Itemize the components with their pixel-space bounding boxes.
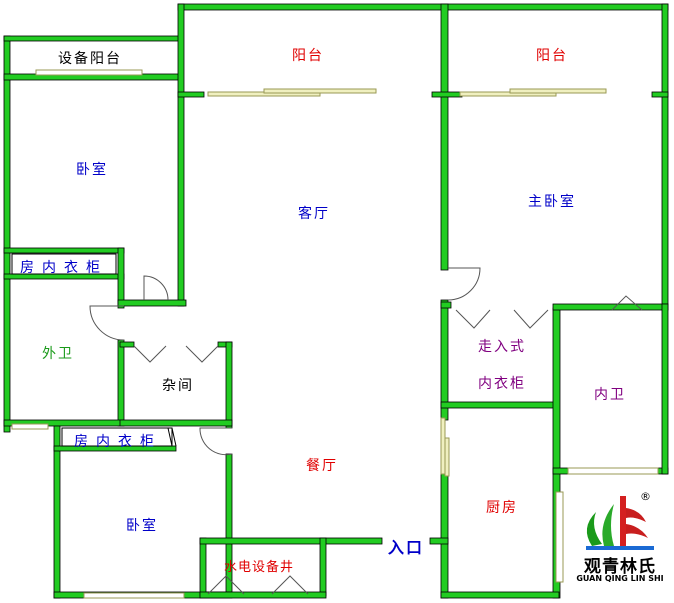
walk-in-closet-top-label: 走入式 <box>478 339 526 355</box>
guest-bathroom-label: 外卫 <box>42 346 74 362</box>
wardrobe-bottom-label: 房内衣柜 <box>74 434 162 450</box>
master-bedroom-label: 主卧室 <box>528 194 576 210</box>
utility-shaft-label: 水电设备井 <box>224 560 295 575</box>
brand-logo: ® 观青林氏 GUAN QING LIN SHI <box>574 488 666 592</box>
logo-name-en: GUAN QING LIN SHI <box>576 574 664 583</box>
equipment-balcony-label: 设备阳台 <box>58 51 122 67</box>
wardrobe-top-label: 房内衣柜 <box>20 260 108 276</box>
logo-mark-icon <box>586 496 654 550</box>
walls <box>3 3 669 599</box>
storage-label: 杂间 <box>162 378 194 394</box>
ensuite-bathroom-label: 内卫 <box>594 387 626 403</box>
balcony-right-label: 阳台 <box>536 48 568 64</box>
door-swings <box>89 267 643 595</box>
walk-in-closet-bottom-label: 内衣柜 <box>478 376 526 392</box>
logo-name-cn: 观青林氏 <box>584 557 656 577</box>
entrance-label: 入口 <box>388 538 425 557</box>
dining-room-label: 餐厅 <box>306 458 338 474</box>
bedroom-bottom-label: 卧室 <box>126 518 158 534</box>
balcony-left-label: 阳台 <box>292 48 324 64</box>
registered-mark: ® <box>640 490 651 503</box>
windows <box>11 69 659 599</box>
wardrobes <box>11 253 177 447</box>
kitchen-label: 厨房 <box>486 500 518 516</box>
bedroom-top-label: 卧室 <box>76 162 108 178</box>
living-room-label: 客厅 <box>298 206 330 222</box>
